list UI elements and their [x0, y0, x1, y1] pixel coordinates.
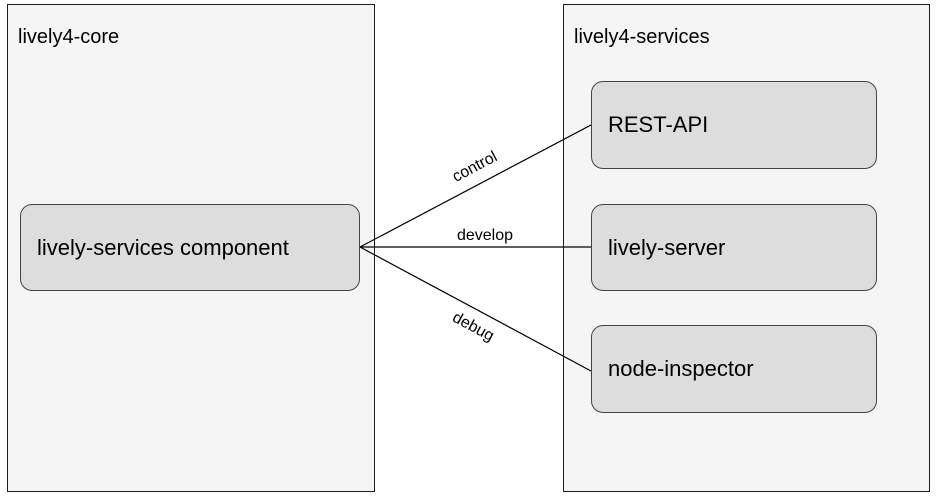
node-label-node-inspector: node-inspector: [608, 356, 754, 381]
edge-label-develop: develop: [457, 227, 513, 244]
node-lively-services-component: lively-services component: [20, 204, 360, 291]
node-label-lively-services-component: lively-services component: [37, 234, 289, 260]
node-rest-api: REST-API: [591, 81, 877, 169]
node-lively-server: lively-server: [591, 204, 877, 291]
container-title-lively4-services: lively4-services: [574, 26, 710, 48]
edge-control: [359, 124, 592, 248]
edge-label-debug: debug: [450, 309, 497, 345]
node-label-lively-server: lively-server: [608, 234, 726, 260]
edge-label-control: control: [450, 148, 500, 185]
node-label-rest-api: REST-API: [608, 112, 709, 137]
edge-debug: [359, 246, 592, 372]
node-node-inspector: node-inspector: [591, 325, 877, 413]
container-title-lively4-core: lively4-core: [18, 26, 120, 48]
